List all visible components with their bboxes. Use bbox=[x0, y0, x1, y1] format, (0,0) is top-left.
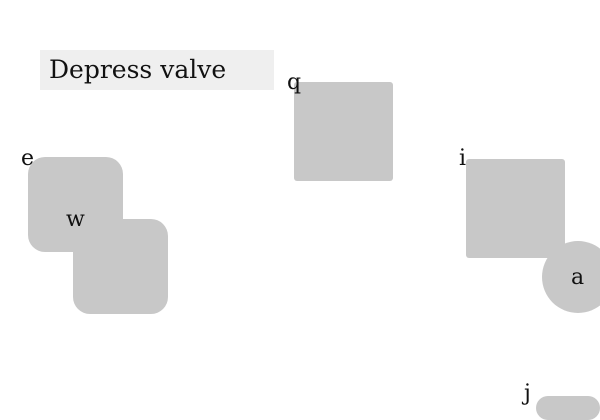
shape-w[interactable] bbox=[73, 219, 168, 314]
instruction-text: Depress valve bbox=[49, 55, 227, 84]
label-a: a bbox=[571, 265, 585, 290]
label-q: q bbox=[287, 70, 302, 95]
label-i: i bbox=[459, 146, 467, 171]
shape-q[interactable] bbox=[294, 82, 393, 181]
label-e: e bbox=[21, 146, 35, 171]
shape-i[interactable] bbox=[466, 159, 565, 258]
shape-a[interactable] bbox=[542, 241, 600, 313]
instruction-banner: Depress valve bbox=[40, 50, 274, 90]
label-w: w bbox=[66, 207, 85, 232]
label-j: j bbox=[524, 381, 531, 406]
